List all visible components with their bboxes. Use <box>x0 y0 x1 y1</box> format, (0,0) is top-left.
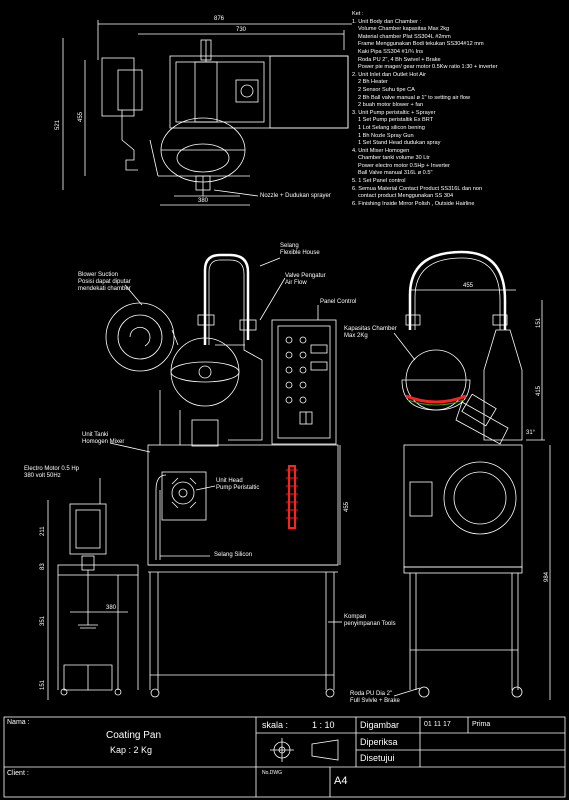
scale-label: skala : <box>262 720 289 730</box>
note-line: 4. Unit Mixer Homogen <box>352 147 410 154</box>
dim-211: 211 <box>40 526 46 536</box>
note-line: 6. Finishing Inside Mirror Polish , Outs… <box>352 200 475 207</box>
scale-value: 1 : 10 <box>312 720 335 730</box>
dim-415: 415 <box>536 385 542 396</box>
label-wheel: Roda PU Dia 2" Full Svivle + Brake <box>350 691 400 704</box>
note-line: Ball Valve manual 316L ø 0.5" <box>358 170 433 177</box>
drawn-label: Digambar <box>360 720 400 730</box>
note-line: contact product Menggunakan SS 304 <box>358 193 454 200</box>
checked-label: Diperiksa <box>360 737 398 747</box>
title-product: Coating Pan <box>106 730 162 741</box>
note-line: Volume Chamber kapasitas Max 2kg <box>358 26 450 33</box>
note-line: 1. Unit Body dan Chamber : <box>352 18 422 25</box>
label-blower-suction: Blower Suction Posisi dapat diputar mend… <box>78 272 131 292</box>
title-name-label: Nama : <box>7 719 30 726</box>
note-line: 1 Lot Selang silicon bening <box>358 124 425 131</box>
label-nozzle: Nozzle + Dudukan sprayer <box>260 193 331 199</box>
note-line: 1 Set Pump peristaltik Ex BRT <box>358 117 434 124</box>
drawn-by: Prima <box>472 721 491 728</box>
label-pump-head: Unit Head Pump Peristaltic <box>216 478 260 491</box>
dim-body-width: 730 <box>236 27 247 33</box>
note-line: 6. Semua Material Contact Product SS316L… <box>352 185 483 192</box>
sheet-size: A4 <box>334 775 348 787</box>
note-line: 1 Set Stand Head dudukan spray <box>358 140 441 147</box>
note-line: Material chamber Plat SS304L #2mm <box>358 33 451 40</box>
client-label: Client : <box>7 770 29 777</box>
dim-984: 984 <box>544 571 550 582</box>
dim-plan-base: 380 <box>198 198 209 204</box>
dim-351: 351 <box>40 615 46 626</box>
dim-side-width: 455 <box>463 283 474 289</box>
note-line: Frame Menggunakan Bodi tekukan SS304#12 … <box>358 41 484 48</box>
note-line: 3. Unit Pump peristaltic + Sprayer <box>352 109 436 116</box>
dim-angle: 31° <box>526 430 536 436</box>
dim-overall-width: 876 <box>214 16 225 22</box>
note-line: 5. 1 Set Panel control <box>352 178 406 185</box>
title-block-frame <box>3 716 566 798</box>
front-view <box>47 253 342 700</box>
top-view <box>62 20 352 206</box>
drawn-date: 01 11 17 <box>424 721 451 728</box>
notes-block: Ket : 1. Unit Body dan Chamber : Volume … <box>352 11 566 208</box>
note-line: Kaki Pipa SS304 #1/¾ Ins <box>358 48 423 55</box>
dim-380: 380 <box>106 605 117 611</box>
approved-label: Disetujui <box>360 753 395 763</box>
note-line: 1 Bh Nozle Spray Gun <box>358 132 414 139</box>
label-electro-motor: Electro Motor 0.5 Hp 380 volt 50Hz <box>24 466 80 479</box>
green-tablets <box>405 394 467 406</box>
note-line: 2 Sensor Suhu tipe CA <box>358 86 415 93</box>
note-line: Chamber tanki volume 30 Ltr <box>358 155 430 162</box>
label-mixer-tank: Unit Tanki Homogen Mixer <box>82 432 125 445</box>
note-line: 2. Unit Inlet dan Outlet Hot Air <box>352 71 426 78</box>
label-panel-control: Panel Control <box>320 299 357 305</box>
note-line: 2 Bh Ball valve manual ø 1" to setting a… <box>358 94 471 101</box>
heater-red <box>286 465 298 529</box>
dim-cabinet-height: 455 <box>344 501 350 512</box>
drawing-number: No.DWG <box>262 770 282 776</box>
dim-151-side: 151 <box>536 317 542 328</box>
label-silicon-hose: Selang Silicon <box>214 552 253 558</box>
side-view <box>393 250 551 700</box>
note-line: 2 Bh Heater <box>358 79 388 86</box>
label-storage: Kompan penyimpanan Tools <box>344 614 396 627</box>
label-air-valve: Valve Pengatur Air Flow <box>285 273 326 286</box>
label-capacity: Kapasitas Chamber Max 2Kg <box>344 326 397 339</box>
dim-plan-height: 521 <box>55 119 61 130</box>
note-line: Roda PU 2", 4 Bh Swivel + Brake <box>358 56 441 63</box>
title-capacity: Kap : 2 Kg <box>110 745 153 755</box>
note-line: Power electro motor 0.5Hp + Inverter <box>358 162 450 169</box>
label-flexible-hose: Selang Flexible House <box>280 243 320 256</box>
dim-plan-inner: 455 <box>78 111 84 122</box>
note-line: 2 buah motor blower + fan <box>358 102 424 109</box>
dim-151-front: 151 <box>40 679 46 690</box>
dim-83: 83 <box>40 563 46 570</box>
notes-title: Ket : <box>352 11 364 17</box>
note-line: Power pie mager/ gear motor 0.5Kw ratio … <box>358 64 498 71</box>
